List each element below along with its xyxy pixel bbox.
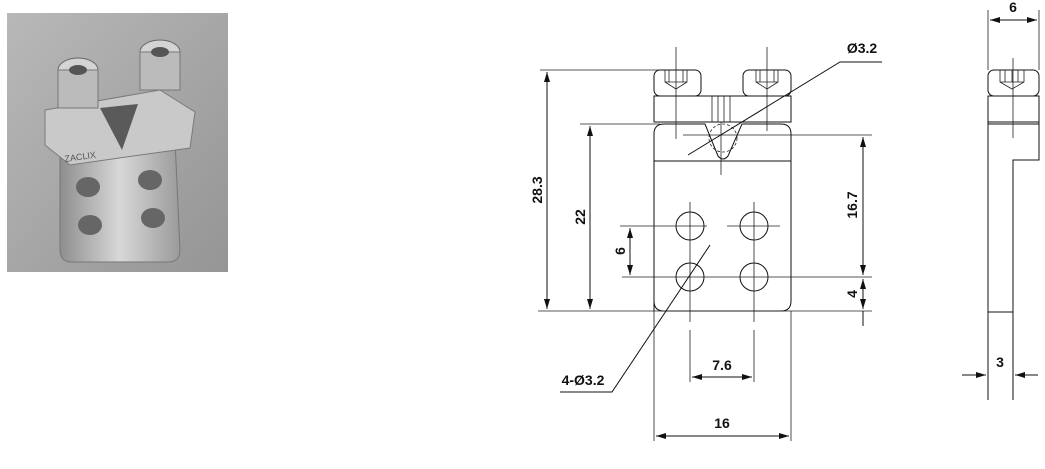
- front-view: [538, 47, 882, 441]
- dim-notch-diameter: Ø3.2: [847, 40, 878, 56]
- dim-plate-thickness: 3: [996, 354, 1004, 370]
- dim-hole-to-bottom: 4: [844, 290, 860, 298]
- dim-width: 16: [714, 415, 730, 431]
- dim-body-height: 22: [572, 209, 588, 225]
- dim-holes: 4-Ø3.2: [562, 372, 605, 388]
- svg-text:ZACLIX: ZACLIX: [64, 150, 97, 164]
- dim-head-depth: 6: [1009, 0, 1017, 15]
- dim-overall-height: 28.3: [529, 176, 545, 203]
- dim-hole-to-notch: 16.7: [844, 191, 860, 218]
- side-view: [962, 10, 1040, 400]
- product-photo: ZACLIX: [7, 13, 228, 272]
- dim-hole-spacing-vertical: 6: [612, 247, 628, 255]
- dim-hole-spacing-horizontal: 7.6: [712, 357, 732, 373]
